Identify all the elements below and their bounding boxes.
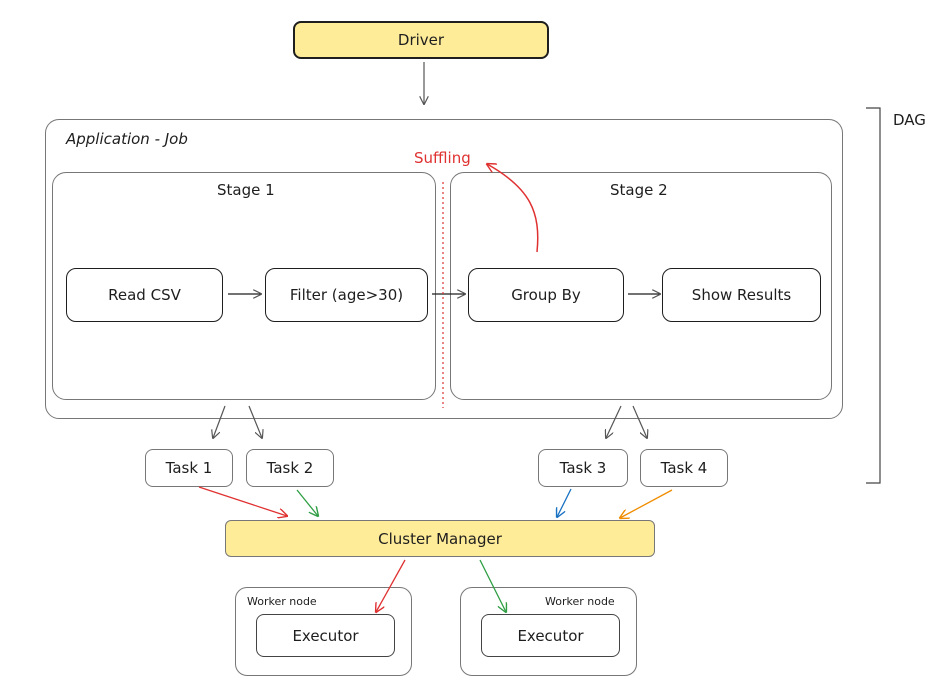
arrow-task4-to-cluster (620, 489, 673, 518)
read-csv-box: Read CSV (66, 268, 223, 322)
driver-box: Driver (293, 21, 549, 59)
task-3-label: Task 3 (559, 459, 607, 477)
group-by-box: Group By (468, 268, 624, 322)
arrow-task3-to-cluster (557, 488, 572, 517)
cluster-manager-label: Cluster Manager (378, 529, 502, 548)
filter-box: Filter (age>30) (265, 268, 428, 322)
driver-label: Driver (397, 31, 445, 49)
arrow-task1-to-cluster (198, 486, 287, 516)
application-title: Application - Job (66, 130, 188, 148)
arrow-cluster-to-executor-1 (376, 559, 406, 612)
executor-2-box: Executor (481, 614, 620, 657)
arrow-task2-to-cluster (296, 489, 318, 516)
filter-label: Filter (age>30) (289, 286, 404, 304)
stage-2-title: Stage 2 (610, 181, 668, 199)
dag-label: DAG (893, 111, 926, 129)
cluster-manager-box: Cluster Manager (225, 520, 655, 557)
arrow-stage1-to-task1 (213, 405, 226, 438)
read-csv-label: Read CSV (108, 286, 181, 304)
executor-2-label: Executor (517, 626, 584, 645)
arrow-stage2-to-task3 (606, 405, 622, 438)
worker-node-2-label: Worker node (545, 595, 615, 608)
arrow-shuffle (487, 164, 539, 253)
shuffle-label: Suffling (414, 149, 471, 167)
task-1-box: Task 1 (145, 449, 233, 487)
task-4-label: Task 4 (660, 459, 708, 477)
executor-1-label: Executor (292, 626, 359, 645)
arrow-cluster-to-executor-2 (479, 559, 506, 612)
task-3-box: Task 3 (538, 449, 628, 487)
task-2-box: Task 2 (246, 449, 334, 487)
executor-1-box: Executor (256, 614, 395, 657)
show-results-box: Show Results (662, 268, 821, 322)
group-by-label: Group By (511, 286, 581, 304)
arrow-stage2-to-task4 (632, 405, 647, 438)
task-2-label: Task 2 (266, 459, 314, 477)
dag-bracket (866, 107, 881, 484)
task-1-label: Task 1 (165, 459, 213, 477)
arrow-stage1-to-task2 (248, 405, 262, 438)
task-4-box: Task 4 (640, 449, 728, 487)
worker-node-1-label: Worker node (247, 595, 317, 608)
stage-1-title: Stage 1 (217, 181, 275, 199)
show-results-label: Show Results (691, 286, 792, 304)
